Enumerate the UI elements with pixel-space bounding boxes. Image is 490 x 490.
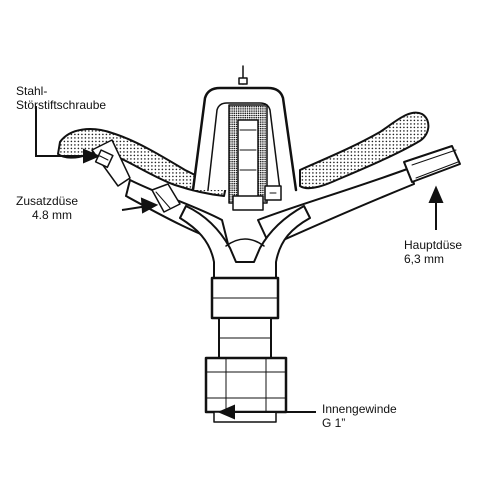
label-steel-pin-screw: Stahl- Störstiftschraube <box>16 84 106 112</box>
label-main-nozzle: Hauptdüse 6,3 mm <box>404 238 462 266</box>
label-inner-thread: Innengewinde G 1” <box>322 402 397 430</box>
top-pin <box>238 65 248 85</box>
leader-arrows <box>35 106 444 420</box>
label-auxiliary-nozzle: Zusatzdüse 4.8 mm <box>16 194 78 222</box>
label-main-nozzle-line2: 6,3 mm <box>404 252 445 266</box>
rocker-arm-right <box>299 111 430 190</box>
body-junction <box>179 205 311 279</box>
label-steel-pin-screw-line1: Stahl- <box>16 84 48 98</box>
auxiliary-nozzle <box>151 183 181 213</box>
label-steel-pin-screw-line2: Störstiftschraube <box>16 98 107 112</box>
threaded-connector <box>204 356 288 423</box>
label-auxiliary-nozzle-line1: Zusatzdüse <box>16 194 79 208</box>
label-auxiliary-nozzle-line2: 4.8 mm <box>32 208 73 222</box>
label-main-nozzle-line1: Hauptdüse <box>404 238 463 252</box>
label-inner-thread-line2: G 1” <box>322 416 346 430</box>
label-inner-thread-line1: Innengewinde <box>322 402 397 416</box>
main-nozzle <box>403 145 461 183</box>
